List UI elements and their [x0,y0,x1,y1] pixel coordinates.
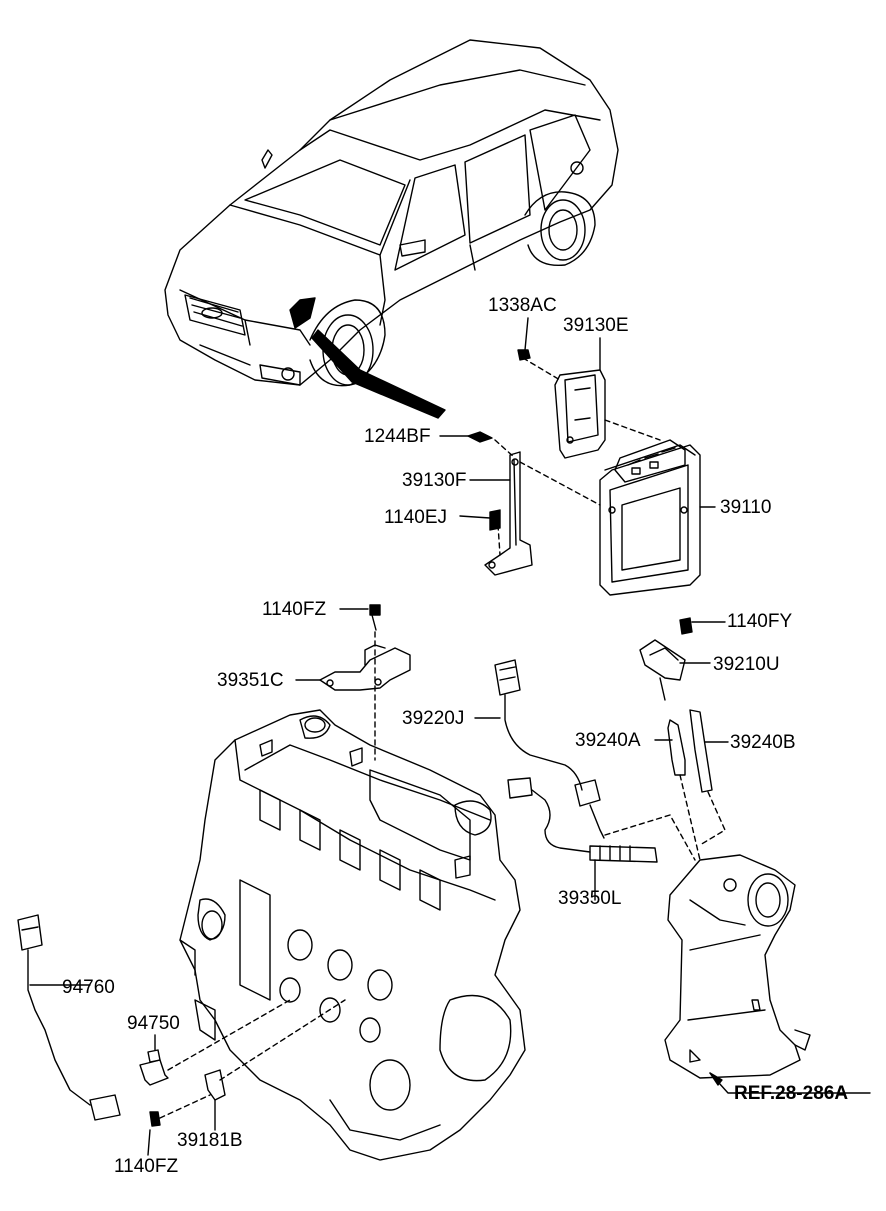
sensor-39210U [639,617,693,701]
hose-39240B [689,709,713,793]
fasteners-ecu [467,349,531,531]
hose-39240A [667,719,686,776]
label-leaders [29,317,871,1156]
sensor-39350L [507,777,658,863]
label-39181B: 39181B [177,1130,243,1151]
label-39130E: 39130E [563,315,629,336]
label-1338AC: 1338AC [488,295,557,316]
label-1244BF: 1244BF [364,426,431,447]
label-1140FZ-top: 1140FZ [262,599,327,620]
label-39220J: 39220J [402,708,465,729]
bracket-39181B [149,1069,226,1127]
ecu-bracket-39130E [554,369,606,459]
vehicle-illustration [164,39,619,419]
sensor-94750 [139,1049,169,1086]
label-94750: 94750 [127,1013,180,1034]
label-1140FZ-bottom: 1140FZ [114,1156,179,1177]
ecu-leader-dashes [494,357,661,556]
label-39350L: 39350L [558,888,622,909]
label-94760: 94760 [62,977,115,998]
catalytic-converter [664,854,811,1079]
label-39351C: 39351C [217,670,284,691]
label-39240B: 39240B [730,732,796,753]
label-39240A: 39240A [575,730,641,751]
ecu-bracket-39130F [484,451,533,576]
cat-leader-dashes [604,774,726,861]
engine-block [179,709,526,1161]
label-1140FY: 1140FY [727,611,793,632]
label-39130F: 39130F [402,470,467,491]
knock-sensor-94760 [17,914,121,1121]
label-1140EJ: 1140EJ [384,507,448,528]
label-39210U: 39210U [713,654,780,675]
label-ref: REF.28-286A [734,1083,849,1104]
sensor-39220J [494,659,605,839]
lower-leader-dashes [159,999,346,1119]
bracket-39351C [319,604,411,691]
label-39110: 39110 [720,497,772,518]
ecu-39110 [599,439,701,596]
